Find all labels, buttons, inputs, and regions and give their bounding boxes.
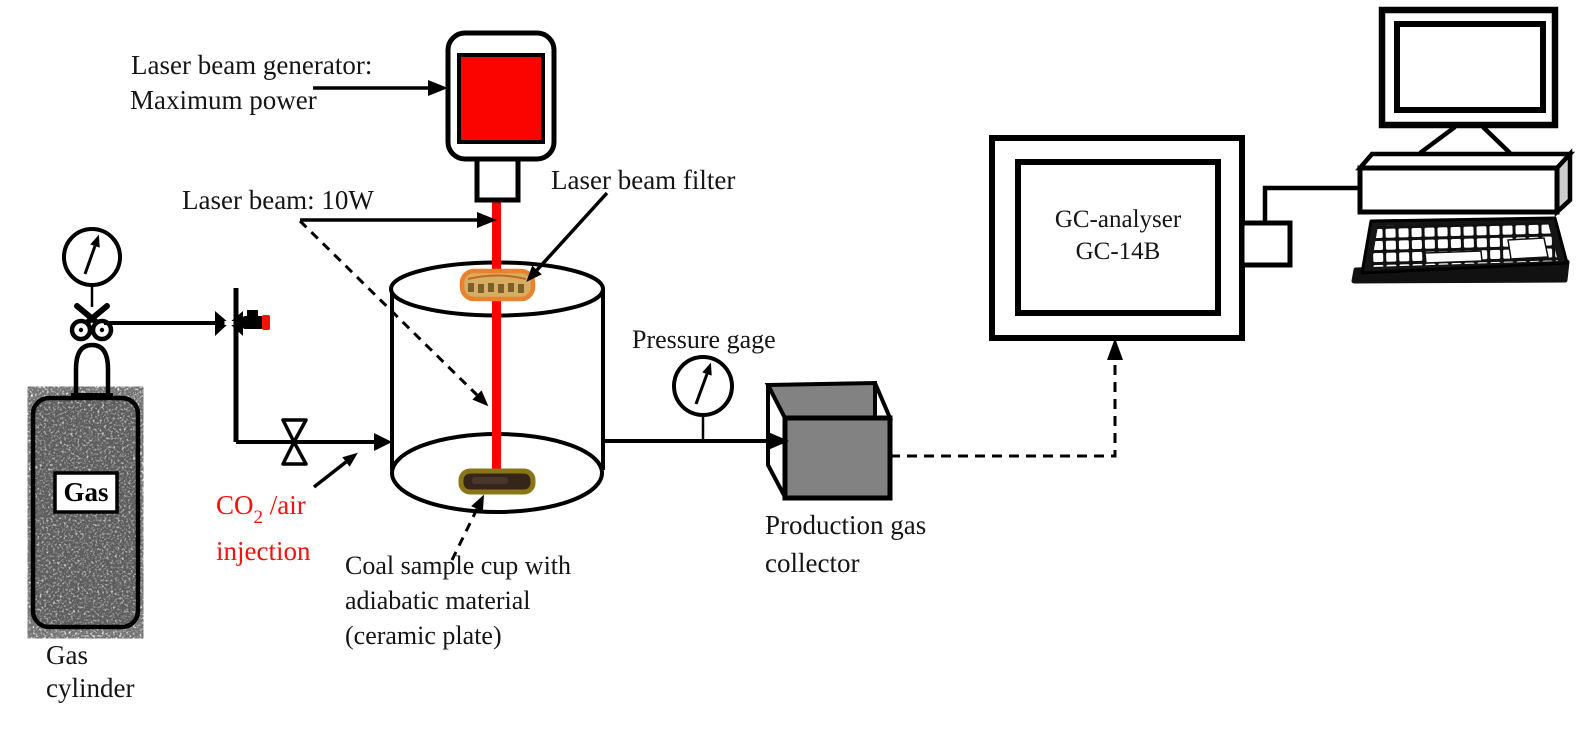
valve-red-tip [262, 315, 270, 330]
monitor-stand-left [1418, 125, 1457, 155]
coal-cup-label-line3: (ceramic plate) [345, 621, 502, 650]
coal-cup-label-line1: Coal sample cup with [345, 551, 572, 580]
cylinder-outline [30, 395, 141, 630]
collector-top-face [764, 380, 877, 420]
laser-generator [445, 30, 557, 203]
generator-window [457, 53, 545, 144]
laser-filter-label: Laser beam filter [551, 165, 736, 195]
gc-analyser-label-line2: GC-14B [1075, 238, 1161, 265]
gc-computer-cable [1262, 185, 1359, 223]
laser-generator-label-line1: Laser beam generator: [131, 50, 373, 80]
laser-beam-filter [459, 268, 536, 302]
gc-port [1239, 220, 1293, 268]
laser-beam-label: Laser beam: 10W [182, 185, 374, 215]
coal-sample-cup [458, 468, 536, 495]
monitor-screen [1394, 21, 1546, 113]
gas-piping [104, 288, 376, 444]
co2-arrowhead [342, 452, 358, 467]
pipe-arrowhead-chamber [374, 433, 392, 451]
co2-air-text: /air [263, 490, 306, 520]
laser-generator-label-line2: Maximum power [130, 85, 317, 115]
filter-label-arrowhead [526, 265, 542, 282]
co2-arrow-line [312, 460, 348, 489]
gc-analyser-label-line1: GC-analyser [1054, 206, 1182, 233]
pressure-gage-icon [672, 355, 734, 439]
gauge-needle [83, 245, 97, 275]
system-unit-front [1357, 165, 1560, 215]
co2-subscript: 2 [253, 507, 264, 528]
co2-text: CO [216, 490, 254, 520]
gas-cylinder-caption-line1: Gas [46, 640, 88, 670]
collector-front-face [782, 415, 893, 501]
co2-injection-label-line1: CO2 /air [216, 488, 306, 535]
collector-right-sliver [873, 382, 894, 420]
gc-analyser-label: GC-analyser GC-14B [1018, 204, 1218, 268]
gas-cylinder [30, 227, 141, 630]
production-collector-label-line1: Production gas [765, 510, 927, 540]
beam-label-arrowhead [477, 212, 497, 228]
monitor-stand-right [1481, 125, 1512, 155]
line-valve-icon [215, 310, 270, 336]
gauge-needle-tip [90, 234, 100, 248]
cup-dashed-arrowhead [471, 494, 485, 512]
production-collector-label-line2: collector [765, 548, 860, 578]
gas-tank-label: Gas [63, 477, 109, 507]
gc-dashed-line [890, 358, 1117, 458]
filter-texture [468, 283, 524, 293]
gas-cylinder-caption-line2: cylinder [46, 673, 135, 703]
computer [1351, 6, 1576, 284]
gc-inner-box [1015, 159, 1221, 316]
gc-analyser [989, 135, 1359, 341]
dial-dot [99, 327, 105, 333]
cylinder-neck [73, 342, 111, 402]
injection-valve-icon [281, 418, 308, 466]
gc-dashed-arrowhead [1107, 338, 1123, 360]
generator-nozzle [474, 156, 521, 203]
keyboard-icon [1351, 216, 1570, 284]
filter-label-arrow [535, 191, 609, 272]
dial-dot [78, 327, 84, 333]
beam-dashed-arrowhead [472, 390, 489, 407]
collector-inlet-arrowhead [768, 432, 789, 450]
generator-label-arrowhead [428, 80, 448, 96]
laser-beam [492, 199, 501, 473]
gc-outer-box [989, 135, 1245, 341]
coal-cup-label-line2: adiabatic material [345, 586, 531, 615]
co2-injection-label-line2: injection [216, 536, 311, 566]
pressure-gage-label: Pressure gage [632, 325, 776, 354]
gas-label-plate [53, 471, 119, 514]
annotation-arrows [298, 80, 609, 561]
